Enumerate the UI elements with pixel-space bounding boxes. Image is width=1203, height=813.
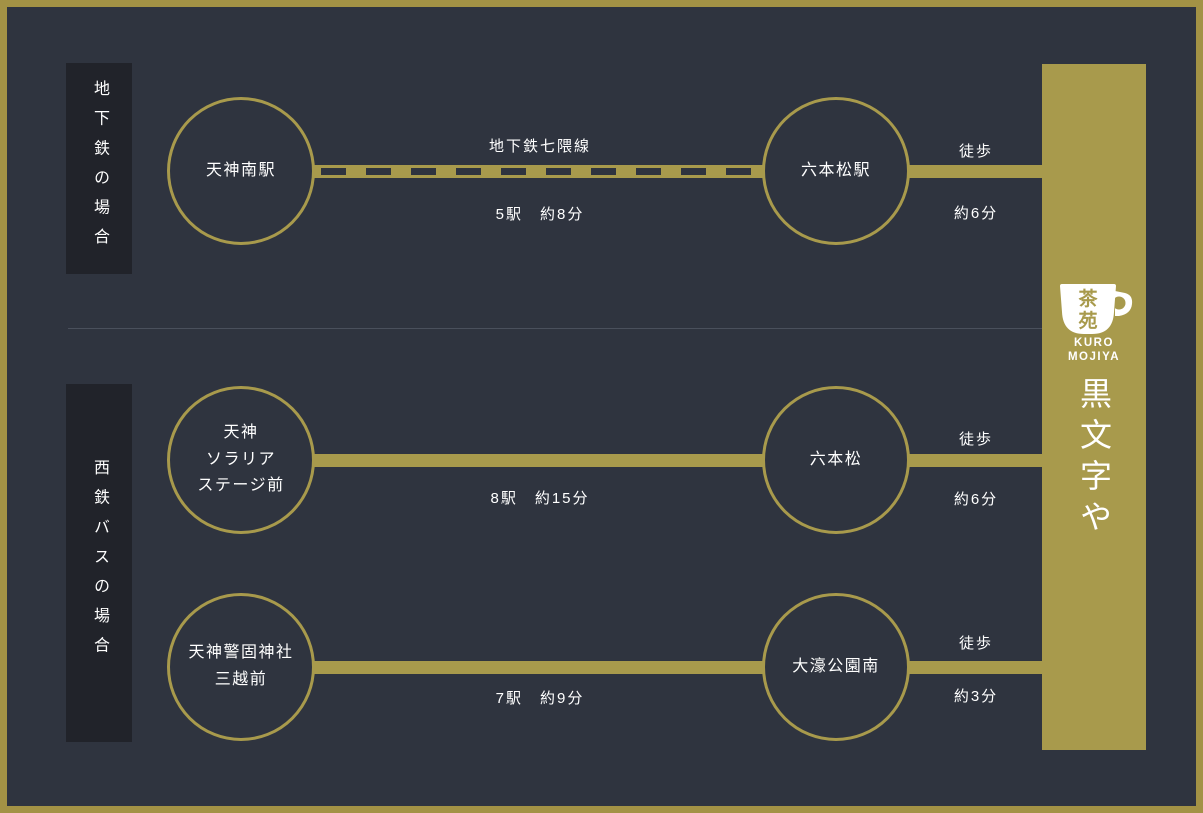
bus-route1-ride-detail: 8駅 約15分 [490,490,590,507]
busstop-name: 六本松 [809,450,863,468]
station-name: 六本松駅 [800,161,871,179]
busstop-circle-ropponmatsu: 六本松 [762,386,910,534]
station-name: 天神南駅 [205,161,276,179]
section-label-bus-text: 西鉄バスの場合 [91,459,108,667]
brand-name-en: KURO MOJIYA [1068,336,1120,365]
section-label-bus: 西鉄バスの場合 [66,384,132,742]
subway-line-name: 地下鉄七隈線 [488,138,592,155]
teacup-logo-icon: 茶 苑 [1060,284,1133,334]
brand-name-jp: 黒文字や [1075,376,1113,541]
bus-route2-walk-line [908,661,1044,674]
bus-route2-ride-detail: 7駅 約9分 [495,690,585,707]
cup-text-char1: 茶 [1078,287,1098,310]
bus-route2-line [313,661,765,674]
subway-walk-line [908,165,1044,178]
busstop-circle-ohorikoen-minami: 大濠公園南 [762,593,910,741]
station-circle-ropponmatsu-sta: 六本松駅 [762,97,910,245]
brand-name-en-line2: MOJIYA [1067,351,1121,364]
section-divider [68,328,1044,329]
busstop-name-line: 三越前 [214,671,268,688]
subway-walk-time: 約6分 [953,205,999,222]
busstop-name-line: ソラリア [205,450,276,468]
bus-route2-walk-time: 約3分 [953,688,999,705]
bus-route2-walk-label: 徒歩 [958,635,994,652]
section-label-subway: 地下鉄の場合 [66,63,132,274]
busstop-name-line: ステージ前 [197,477,285,495]
bus-route1-walk-time: 約6分 [953,491,999,508]
subway-rail-line [313,165,765,178]
subway-walk-label: 徒歩 [958,143,994,160]
busstop-name-line: 天神 [223,423,259,441]
subway-rail-line-dashes [321,168,761,175]
subway-ride-detail: 5駅 約8分 [495,206,585,223]
busstop-circle-tenjin-solaria: 天神 ソラリア ステージ前 [167,386,315,534]
brand-name-en-line1: KURO [1074,337,1114,349]
section-label-subway-text: 地下鉄の場合 [91,79,108,258]
bus-route1-line [313,454,765,467]
busstop-circle-kegojinja-mitsukoshimae: 天神警固神社 三越前 [167,593,315,741]
busstop-name: 大濠公園南 [792,657,880,675]
station-circle-tenjin-minami: 天神南駅 [167,97,315,245]
busstop-name-line: 天神警固神社 [188,644,294,662]
brand-banner: 茶 苑 KURO MOJIYA 黒文字や [1042,64,1146,750]
cup-text-char2: 苑 [1078,309,1097,332]
bus-route1-walk-line [908,454,1044,467]
bus-route1-walk-label: 徒歩 [958,431,994,448]
